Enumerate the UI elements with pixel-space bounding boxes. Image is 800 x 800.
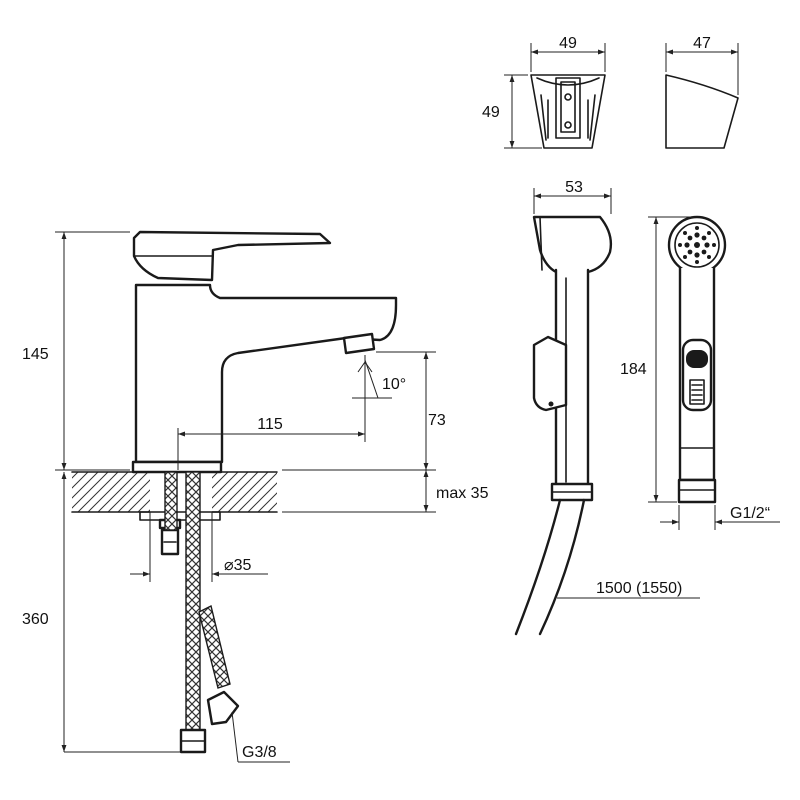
handle-width-label: 53 bbox=[565, 179, 583, 196]
hose-below-label: 360 bbox=[22, 611, 49, 628]
holder-height-dimension: 49 bbox=[482, 74, 542, 149]
hose-below-dimension: 360 bbox=[22, 472, 180, 753]
handle-width-dimension: 53 bbox=[533, 179, 612, 214]
counter-thickness-dimension: max 35 bbox=[282, 470, 489, 513]
spray-nozzles bbox=[678, 226, 716, 264]
hole-diameter-label: ⌀35 bbox=[224, 557, 252, 574]
holder-front-view bbox=[530, 74, 606, 149]
handle-thread-dimension: G1/2“ bbox=[660, 505, 780, 530]
hand-shower-side-view bbox=[514, 215, 613, 636]
spout-reach-dimension: 115 bbox=[177, 355, 366, 470]
counter-thickness-label: max 35 bbox=[436, 485, 489, 502]
handle-thread-label: G1/2“ bbox=[730, 505, 770, 522]
spout-angle-dimension: 10° bbox=[352, 359, 406, 399]
faucet-height-dimension: 145 bbox=[22, 231, 130, 471]
holder-height-label: 49 bbox=[482, 104, 500, 121]
faucet-height-label: 145 bbox=[22, 346, 49, 363]
spout-clearance-label: 73 bbox=[428, 412, 446, 429]
hole-diameter-dimension: ⌀35 bbox=[130, 512, 268, 582]
faucet-mounting bbox=[139, 471, 240, 754]
spout-clearance-dimension: 73 bbox=[282, 351, 446, 471]
holder-width-label: 49 bbox=[559, 35, 577, 52]
hose-thread-label: G3/8 bbox=[242, 744, 277, 761]
hose-length-label: 1500 (1550) bbox=[596, 580, 682, 597]
hose-length-leader: 1500 (1550) bbox=[557, 580, 700, 599]
hose-thread-leader: G3/8 bbox=[231, 711, 290, 763]
holder-depth-label: 47 bbox=[693, 35, 711, 52]
handle-length-label: 184 bbox=[620, 361, 647, 378]
spout-angle-label: 10° bbox=[382, 376, 406, 393]
hand-shower-front-view bbox=[667, 215, 727, 504]
holder-width-dimension: 49 bbox=[530, 35, 606, 72]
handle-length-dimension: 184 bbox=[620, 216, 694, 503]
faucet-body bbox=[131, 230, 398, 474]
holder-side-view bbox=[665, 74, 739, 149]
holder-depth-dimension: 47 bbox=[665, 35, 739, 95]
spout-reach-label: 115 bbox=[257, 416, 283, 433]
